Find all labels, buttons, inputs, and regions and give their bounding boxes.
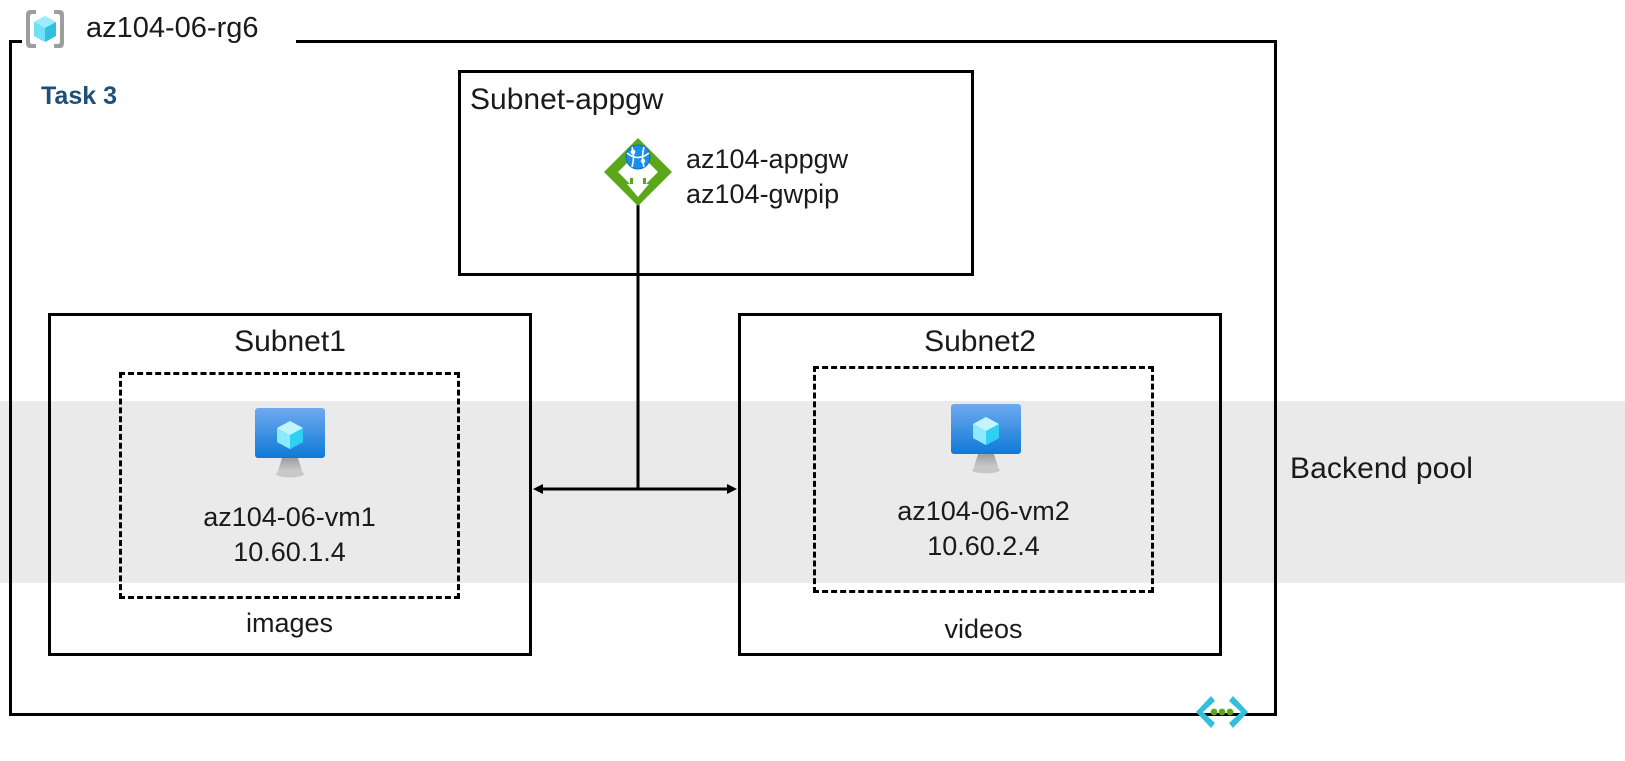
azure-resource-group-icon [22, 6, 68, 52]
subnet2-tier-label: videos [944, 614, 1023, 644]
virtual-machine-icon [943, 398, 1029, 476]
appgw-resource-labels: az104-appgw az104-gwpip [686, 142, 848, 212]
task-label: Task 3 [41, 82, 117, 110]
resource-group-header-notch [22, 26, 296, 56]
subnet1-box [48, 313, 532, 656]
backend-pool-label: Backend pool [1290, 452, 1474, 485]
subnet1-vm-container [119, 372, 460, 599]
resource-group-title: az104-06-rg6 [86, 12, 259, 44]
subnet2-vm-labels: az104-06-vm2 10.60.2.4 [813, 494, 1154, 563]
subnet1-title: Subnet1 [234, 325, 346, 358]
appgw-name: az104-appgw [686, 144, 849, 174]
subnet-appgw-box [458, 70, 974, 276]
virtual-machine-icon [247, 402, 333, 480]
subnet2-vm-name: az104-06-vm2 [897, 496, 1070, 526]
subnet1-vm-ip: 10.60.1.4 [233, 536, 346, 567]
subnet2-box [738, 313, 1222, 656]
appgw-public-ip-name: az104-gwpip [686, 179, 840, 210]
subnet1-vm-labels: az104-06-vm1 10.60.1.4 [119, 500, 460, 569]
subnet1-vm-name: az104-06-vm1 [203, 502, 376, 532]
resource-group-boundary [9, 40, 1277, 716]
subnet1-tier-label: images [245, 608, 334, 638]
subnet2-vm-ip: 10.60.2.4 [927, 530, 1040, 561]
subnet2-title: Subnet2 [924, 325, 1036, 358]
subnet-appgw-title: Subnet-appgw [470, 83, 664, 116]
application-gateway-icon [602, 136, 674, 208]
subnet2-vm-container [813, 366, 1154, 593]
azure-code-template-icon [1194, 692, 1250, 732]
